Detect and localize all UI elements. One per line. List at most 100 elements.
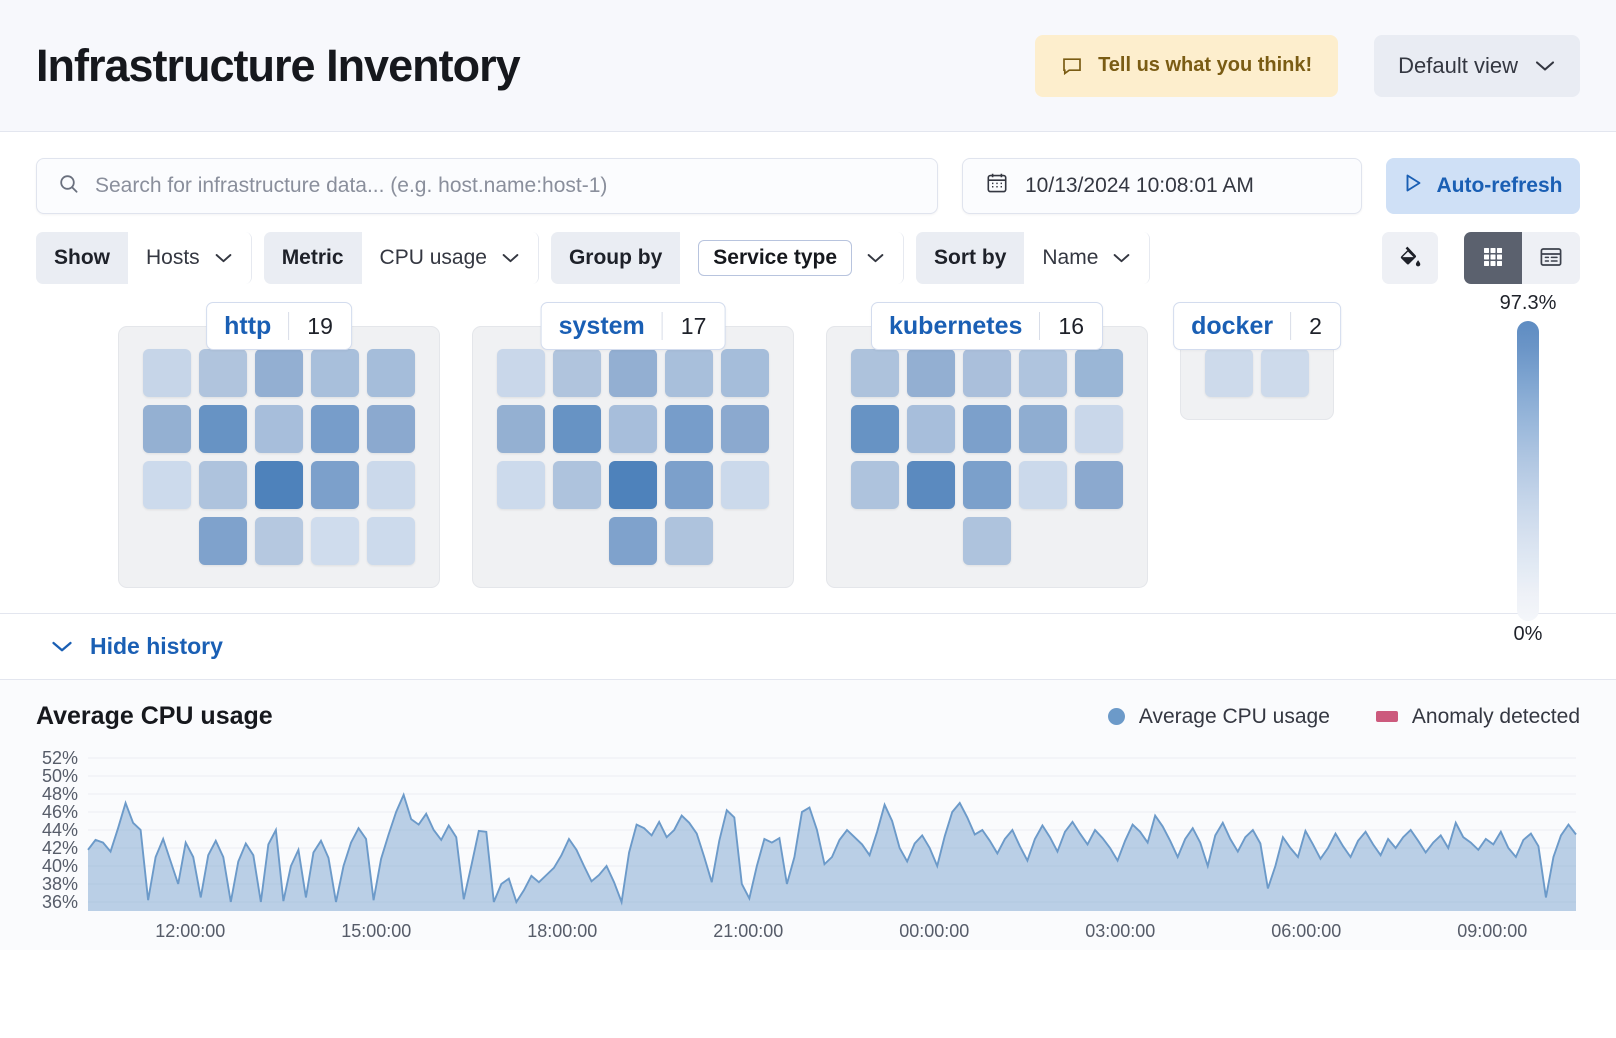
host-tile[interactable] bbox=[907, 461, 955, 509]
filter-metric-value[interactable]: CPU usage bbox=[361, 232, 538, 284]
host-tile[interactable] bbox=[1075, 405, 1123, 453]
hide-history-label: Hide history bbox=[90, 633, 223, 659]
host-tile[interactable] bbox=[553, 405, 601, 453]
search-box[interactable] bbox=[36, 158, 938, 214]
host-tile[interactable] bbox=[311, 461, 359, 509]
host-tile[interactable] bbox=[907, 405, 955, 453]
host-tile[interactable] bbox=[721, 349, 769, 397]
host-tile[interactable] bbox=[1019, 349, 1067, 397]
y-axis-tick-label: 42% bbox=[42, 838, 78, 858]
host-tile[interactable] bbox=[311, 517, 359, 565]
legend-label: Anomaly detected bbox=[1411, 704, 1580, 728]
host-tile[interactable] bbox=[721, 405, 769, 453]
legend-item-average-cpu-usage[interactable]: Average CPU usage bbox=[1107, 705, 1330, 729]
host-tile[interactable] bbox=[963, 349, 1011, 397]
host-tile[interactable] bbox=[721, 461, 769, 509]
host-tile[interactable] bbox=[665, 349, 713, 397]
host-tile[interactable] bbox=[553, 349, 601, 397]
host-tile[interactable] bbox=[199, 517, 247, 565]
host-tile[interactable] bbox=[963, 517, 1011, 565]
x-axis-tick-label: 09:00:00 bbox=[1457, 921, 1527, 941]
hide-history-button[interactable]: Hide history bbox=[36, 633, 237, 660]
filter-group-by: Group by Service type bbox=[550, 232, 905, 284]
x-axis-tick-label: 15:00:00 bbox=[341, 921, 411, 941]
host-tile[interactable] bbox=[963, 461, 1011, 509]
host-tile[interactable] bbox=[1075, 461, 1123, 509]
host-tile[interactable] bbox=[1019, 461, 1067, 509]
host-tile[interactable] bbox=[367, 517, 415, 565]
host-tile[interactable] bbox=[497, 349, 545, 397]
x-axis-tick-label: 00:00:00 bbox=[899, 921, 969, 941]
host-tile[interactable] bbox=[553, 461, 601, 509]
host-tile[interactable] bbox=[907, 349, 955, 397]
host-tile[interactable] bbox=[143, 349, 191, 397]
host-tile[interactable] bbox=[199, 349, 247, 397]
filter-sort-by-value[interactable]: Name bbox=[1024, 232, 1150, 284]
table-view-button[interactable] bbox=[1522, 232, 1580, 284]
host-tile[interactable] bbox=[255, 517, 303, 565]
host-tile[interactable] bbox=[255, 461, 303, 509]
chevron-down-icon bbox=[1534, 53, 1556, 79]
host-tile[interactable] bbox=[497, 405, 545, 453]
table-view-icon bbox=[1538, 244, 1564, 273]
host-tile[interactable] bbox=[367, 405, 415, 453]
host-tile[interactable] bbox=[367, 349, 415, 397]
filter-sort-by-text: Name bbox=[1042, 246, 1099, 269]
host-tile[interactable] bbox=[1075, 349, 1123, 397]
host-tile[interactable] bbox=[199, 461, 247, 509]
host-tile[interactable] bbox=[665, 461, 713, 509]
controls-area: 10/13/2024 10:08:01 AM Auto-refresh Show… bbox=[0, 132, 1616, 284]
date-picker[interactable]: 10/13/2024 10:08:01 AM bbox=[962, 158, 1362, 214]
host-tile[interactable] bbox=[665, 405, 713, 453]
default-view-button[interactable]: Default view bbox=[1374, 34, 1580, 97]
grid-view-icon bbox=[1480, 244, 1506, 273]
host-tile[interactable] bbox=[311, 405, 359, 453]
filter-group-by-value[interactable]: Service type bbox=[680, 232, 904, 284]
host-tile[interactable] bbox=[255, 405, 303, 453]
feedback-button[interactable]: Tell us what you think! bbox=[1035, 34, 1339, 97]
host-tile[interactable] bbox=[367, 461, 415, 509]
host-tile[interactable] bbox=[609, 349, 657, 397]
group-tile-grid bbox=[118, 326, 440, 588]
host-tile[interactable] bbox=[311, 349, 359, 397]
host-tile[interactable] bbox=[1261, 349, 1309, 397]
host-tile[interactable] bbox=[609, 405, 657, 453]
filter-show-value[interactable]: Hosts bbox=[128, 232, 251, 284]
color-fill-icon-button[interactable] bbox=[1382, 232, 1438, 284]
host-tile[interactable] bbox=[851, 461, 899, 509]
host-tile[interactable] bbox=[665, 517, 713, 565]
host-tile[interactable] bbox=[143, 461, 191, 509]
host-tile[interactable] bbox=[497, 461, 545, 509]
view-toggle-group bbox=[1464, 232, 1580, 284]
legend-item-anomaly-detected[interactable]: Anomaly detected bbox=[1375, 704, 1580, 729]
group-tile-grid bbox=[826, 326, 1148, 588]
filter-metric-text: CPU usage bbox=[379, 246, 487, 269]
legend-rect-icon bbox=[1375, 711, 1398, 722]
host-tile[interactable] bbox=[1205, 349, 1253, 397]
host-tile[interactable] bbox=[851, 405, 899, 453]
legend-max-label: 97.3% bbox=[1499, 292, 1557, 314]
host-tile[interactable] bbox=[963, 405, 1011, 453]
tile-row bbox=[497, 517, 769, 565]
y-axis-tick-label: 50% bbox=[42, 766, 78, 786]
x-axis-tick-label: 03:00:00 bbox=[1085, 921, 1155, 941]
tile-row bbox=[851, 349, 1123, 397]
host-tile[interactable] bbox=[143, 405, 191, 453]
host-tile[interactable] bbox=[255, 349, 303, 397]
host-tile[interactable] bbox=[609, 461, 657, 509]
search-input[interactable] bbox=[95, 174, 917, 198]
auto-refresh-button[interactable]: Auto-refresh bbox=[1386, 158, 1580, 214]
host-tile[interactable] bbox=[851, 349, 899, 397]
host-tile[interactable] bbox=[609, 517, 657, 565]
grid-view-button[interactable] bbox=[1464, 232, 1522, 284]
host-tile[interactable] bbox=[199, 405, 247, 453]
host-tile[interactable] bbox=[1019, 405, 1067, 453]
